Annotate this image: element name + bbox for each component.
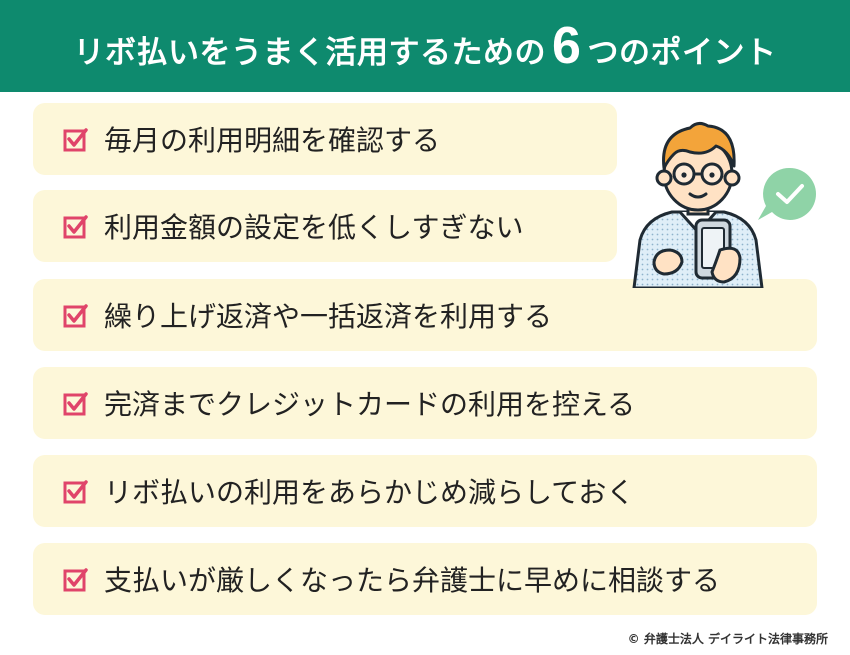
title-text-before: リボ払いをうまく活用するための [73, 35, 547, 71]
person-with-smartphone-illustration [632, 121, 816, 288]
title-number: 6 [552, 17, 582, 75]
point-item-4: 完済までクレジットカードの利用を控える [33, 367, 817, 439]
title-text-after: つのポイント [587, 35, 777, 71]
checkbox-checked-icon [63, 303, 88, 327]
point-label: リボ払いの利用をあらかじめ減らしておく [104, 476, 635, 509]
point-item-2: 利用金額の設定を低くしすぎない [33, 190, 617, 262]
checkbox-checked-icon [63, 127, 88, 151]
checkbox-checked-icon [63, 391, 88, 415]
point-item-6: 支払いが厳しくなったら弁護士に早めに相談する [33, 543, 817, 615]
point-item-1: 毎月の利用明細を確認する [33, 103, 617, 175]
point-label: 支払いが厳しくなったら弁護士に早めに相談する [104, 564, 721, 597]
checkbox-checked-icon [63, 479, 88, 503]
point-label: 繰り上げ返済や一括返済を利用する [104, 300, 553, 333]
checkbox-checked-icon [63, 214, 88, 238]
point-item-5: リボ払いの利用をあらかじめ減らしておく [33, 455, 817, 527]
point-label: 毎月の利用明細を確認する [104, 124, 441, 157]
point-item-3: 繰り上げ返済や一括返済を利用する [33, 279, 817, 351]
checkbox-checked-icon [63, 567, 88, 591]
header-banner: リボ払いをうまく活用するための 6 つのポイント [0, 0, 850, 92]
point-label: 完済までクレジットカードの利用を控える [104, 388, 636, 421]
copyright-footer: © 弁護士法人 デイライト法律事務所 [627, 632, 828, 646]
page-title: リボ払いをうまく活用するための 6 つのポイント [74, 20, 777, 72]
point-label: 利用金額の設定を低くしすぎない [104, 211, 524, 244]
